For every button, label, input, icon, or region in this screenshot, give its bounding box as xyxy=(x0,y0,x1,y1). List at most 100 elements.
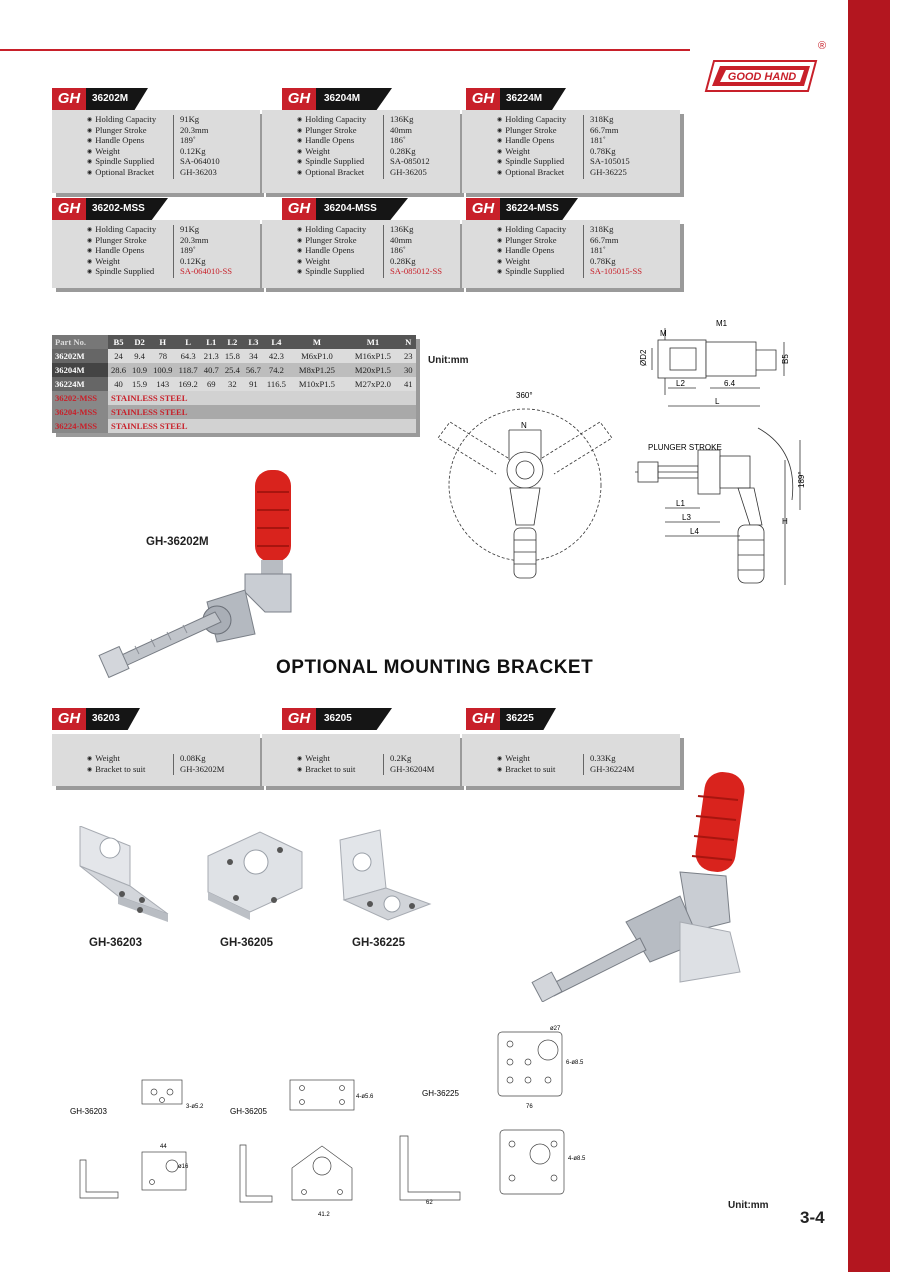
dim-m: M xyxy=(660,329,667,338)
spec-value: 0.33Kg xyxy=(590,753,616,763)
spec-value: 186˚ xyxy=(390,245,406,256)
spec-value: 91Kg xyxy=(180,114,200,124)
spec-label: Spindle Supplied xyxy=(297,267,384,278)
table-cell: 30 xyxy=(400,363,416,377)
dim-n: N xyxy=(521,421,527,430)
table-row: 36204M 28.6 10.9 100.9 118.7 40.7 25.4 5… xyxy=(52,363,416,377)
dim-text: ø16 xyxy=(178,1164,189,1170)
spec-label: Spindle Supplied xyxy=(87,267,174,278)
side-color-bar xyxy=(848,0,890,1272)
table-row: 36224-MSS STAINLESS STEEL xyxy=(52,419,416,433)
spec-value: SA-085012 xyxy=(390,156,430,167)
spec-value: SA-105015 xyxy=(590,156,630,167)
spec-label: Optional Bracket xyxy=(297,167,384,179)
dim-6-4: 6.4 xyxy=(724,379,736,388)
table-cell: 9.4 xyxy=(129,349,151,363)
table-header: D2 xyxy=(129,335,151,349)
spec-value: 0.78Kg xyxy=(590,255,616,266)
dim-h: H xyxy=(782,517,788,526)
spec-label: Spindle Supplied xyxy=(297,157,384,168)
spec-label: Holding Capacity xyxy=(297,224,384,236)
dim-l2: L2 xyxy=(676,379,685,388)
drawing-name: GH-36205 xyxy=(230,1107,267,1116)
page-number: 3-4 xyxy=(800,1208,825,1227)
table-cell: 32 xyxy=(221,377,243,391)
dim-text: 62 xyxy=(426,1200,433,1206)
table-header: L2 xyxy=(221,335,243,349)
spec-value: 0.78Kg xyxy=(590,145,616,156)
spec-label: Handle Opens xyxy=(297,136,384,147)
table-cell: STAINLESS STEEL xyxy=(108,405,416,419)
gh-badge: GH xyxy=(52,708,86,730)
spec-label: Holding Capacity xyxy=(497,224,584,236)
spec-label: Weight xyxy=(87,256,174,268)
spec-value: 0.08Kg xyxy=(180,753,206,763)
spec-value: 0.12Kg xyxy=(180,255,206,266)
spec-code: 36204-MSS xyxy=(324,203,377,214)
table-cell: 100.9 xyxy=(150,363,176,377)
spec-label: Handle Opens xyxy=(87,246,174,257)
table-cell: 10.9 xyxy=(129,363,151,377)
spec-label: Weight xyxy=(497,256,584,268)
clamp-caption: GH-36202M xyxy=(146,536,209,548)
dim-d2: ØD2 xyxy=(639,349,648,366)
gh-badge: GH xyxy=(466,198,500,220)
table-cell: 91 xyxy=(242,377,264,391)
spec-label: Plunger Stroke xyxy=(497,125,584,137)
table-header: L3 xyxy=(242,335,264,349)
spec-label: Weight xyxy=(297,256,384,268)
spec-code: 36202M xyxy=(92,93,129,104)
gh-badge: GH xyxy=(466,88,500,110)
spec-value: 40mm xyxy=(390,234,412,245)
top-rule xyxy=(0,49,690,51)
spec-value: 20.3mm xyxy=(180,124,209,135)
spec-label: Weight xyxy=(297,753,384,765)
table-row: 36224M 40 15.9 143 169.2 69 32 91 116.5 … xyxy=(52,377,416,391)
spec-code: 36202-MSS xyxy=(92,203,145,214)
table-cell: 24 xyxy=(108,349,130,363)
dim-m1: M1 xyxy=(716,319,728,328)
spec-value: 189˚ xyxy=(180,245,196,256)
registered-mark: ® xyxy=(818,40,827,52)
spec-value: SA-105015-SS xyxy=(590,266,643,277)
dim-text: ø27 xyxy=(550,1026,561,1032)
bracket-36203-image xyxy=(79,826,169,922)
gh-badge: GH xyxy=(466,708,500,730)
spec-label: Holding Capacity xyxy=(87,114,174,126)
table-cell: 34 xyxy=(242,349,264,363)
hole-spec: 6-ø8.5 xyxy=(566,1060,584,1066)
table-header: L4 xyxy=(263,335,289,349)
spec-code: 36204M xyxy=(324,93,361,104)
spec-label: Weight xyxy=(87,753,174,765)
table-cell: 25.4 xyxy=(221,363,243,377)
spec-label: Bracket to suit xyxy=(87,764,174,776)
spec-label: Spindle Supplied xyxy=(87,157,174,168)
spec-value: GH-36205 xyxy=(390,166,427,177)
table-cell: 69 xyxy=(200,377,222,391)
dim-b5: B5 xyxy=(781,354,790,364)
gh-badge: GH xyxy=(52,88,86,110)
bracket-36225-image xyxy=(339,829,432,921)
table-cell: 15.8 xyxy=(221,349,243,363)
table-cell: 116.5 xyxy=(263,377,289,391)
spec-value: GH-36203 xyxy=(180,166,217,177)
spec-label: Plunger Stroke xyxy=(297,125,384,137)
spec-label: Plunger Stroke xyxy=(497,235,584,247)
bracket-caption: GH-36205 xyxy=(220,937,274,949)
table-header: L1 xyxy=(200,335,222,349)
spec-value: 189˚ xyxy=(180,135,196,146)
spec-value: GH-36224M xyxy=(590,763,635,774)
table-cell: M27xP2.0 xyxy=(344,377,401,391)
table-cell: 56.7 xyxy=(242,363,264,377)
spec-label: Bracket to suit xyxy=(297,764,384,776)
spec-label: Plunger Stroke xyxy=(297,235,384,247)
table-cell: 28.6 xyxy=(108,363,130,377)
table-cell: 169.2 xyxy=(175,377,201,391)
table-cell: 36224M xyxy=(52,377,108,391)
bottom-unit-label: Unit:mm xyxy=(728,1200,769,1211)
table-cell: M10xP1.5 xyxy=(288,377,345,391)
table-cell: M8xP1.25 xyxy=(288,363,345,377)
